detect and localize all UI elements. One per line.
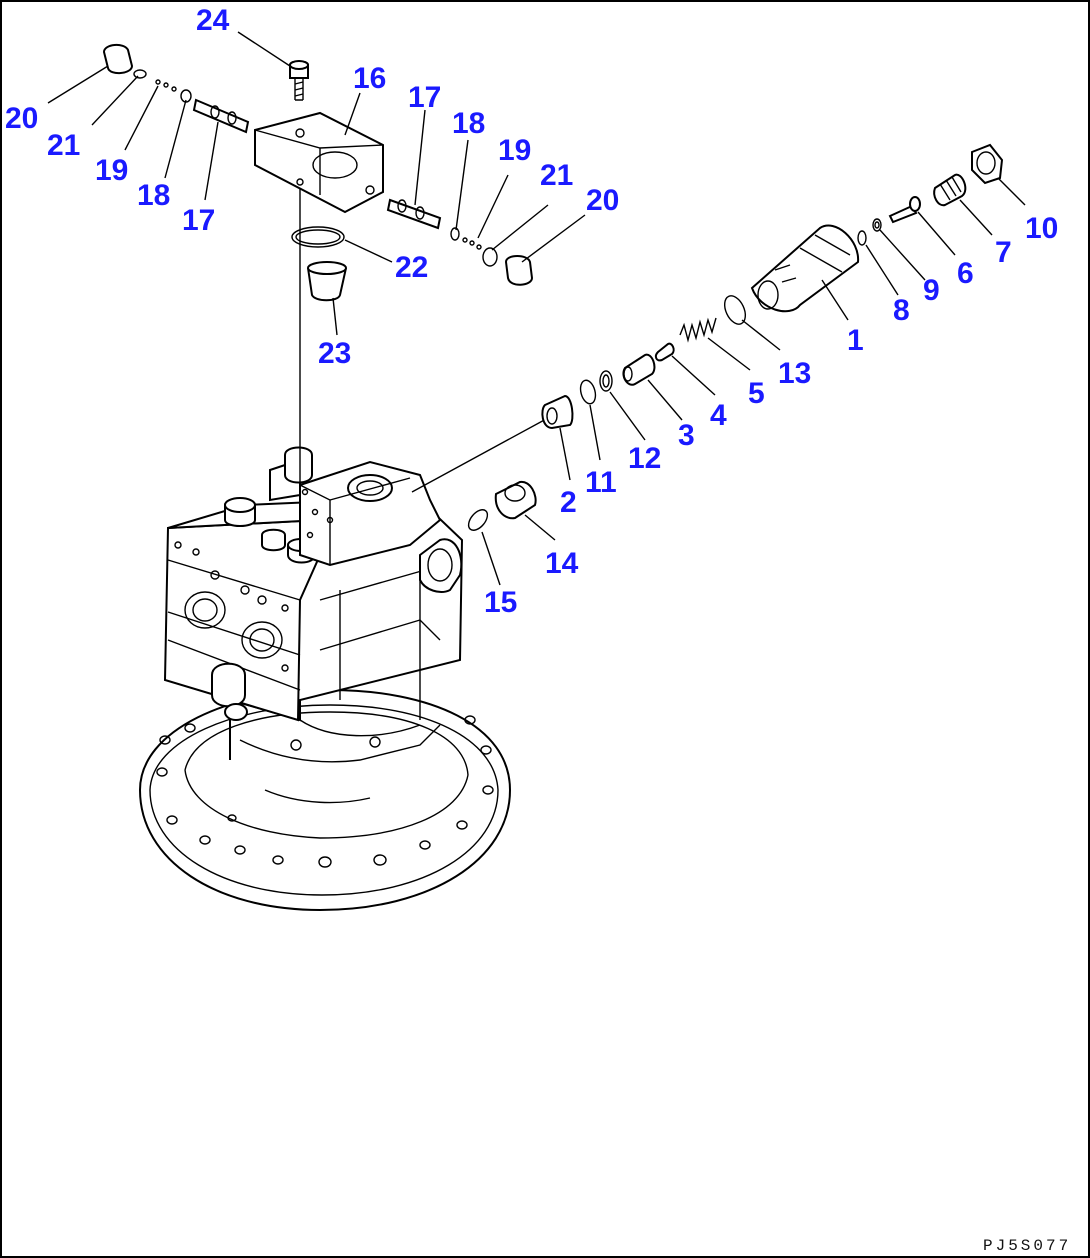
callout-16: 16: [353, 62, 386, 95]
callout-leader-lines: [47, 31, 1026, 586]
part-1-relief-valve-body: [750, 224, 860, 313]
callout-9: 9: [923, 274, 940, 307]
part-5-spring: [679, 317, 717, 343]
callout-15: 15: [484, 586, 517, 619]
flange-bolt-holes: [156, 715, 494, 868]
part-22-o-ring: [291, 226, 345, 248]
callout-21-right: 21: [540, 159, 573, 192]
callout-14: 14: [545, 547, 579, 580]
callout-20-right: 20: [586, 184, 619, 217]
callout-23: 23: [318, 337, 351, 370]
part-11-o-ring: [579, 379, 597, 405]
callout-21-left: 21: [47, 129, 80, 162]
callout-2: 2: [560, 486, 577, 519]
callout-19-right: 19: [498, 134, 531, 167]
callout-4: 4: [710, 399, 727, 432]
callout-labels: 24 16 17 18 19 21 20 10 7 6 9 8 1 13 5 4…: [5, 4, 1058, 619]
callout-1: 1: [847, 324, 864, 357]
part-8-ring: [857, 230, 867, 246]
callout-3: 3: [678, 419, 695, 452]
part-4-small-spring: [654, 342, 675, 362]
part-23-sleeve: [307, 261, 347, 302]
part-12-backup-ring: [599, 370, 613, 392]
left-plug-cartridge: [102, 44, 250, 134]
part-7-spring-cap: [933, 173, 967, 207]
part-3-piston: [622, 353, 656, 386]
callout-8: 8: [893, 294, 910, 327]
part-2-seat: [541, 394, 574, 430]
callout-17-right: 17: [408, 81, 441, 114]
part-14-plug: [494, 480, 537, 520]
part-24-bolt: [289, 60, 309, 101]
callout-11: 11: [585, 466, 617, 499]
drawing-code: PJ5S077: [983, 1237, 1071, 1255]
callout-13: 13: [778, 357, 811, 390]
callout-17-left: 17: [182, 204, 215, 237]
callout-12: 12: [628, 442, 661, 475]
callout-6: 6: [957, 257, 974, 290]
part-9-seal: [872, 218, 882, 232]
callout-5: 5: [748, 377, 765, 410]
part-16-valve-block: [254, 111, 384, 214]
callout-24: 24: [196, 4, 230, 37]
right-plug-cartridge: [386, 198, 534, 286]
callout-18-right: 18: [452, 107, 485, 140]
part-15-o-ring: [467, 509, 489, 531]
callout-22: 22: [395, 251, 428, 284]
callout-20-left: 20: [5, 102, 38, 135]
callout-10: 10: [1025, 212, 1058, 245]
part-6-poppet: [888, 196, 921, 224]
callout-18-left: 18: [137, 179, 170, 212]
part-10-nut: [971, 143, 1004, 185]
callout-19-left: 19: [95, 154, 128, 187]
assembly-axis-lines: [299, 180, 549, 520]
swing-motor-assembly: [138, 446, 512, 912]
callout-7: 7: [995, 236, 1012, 269]
part-13-o-ring: [723, 295, 747, 325]
